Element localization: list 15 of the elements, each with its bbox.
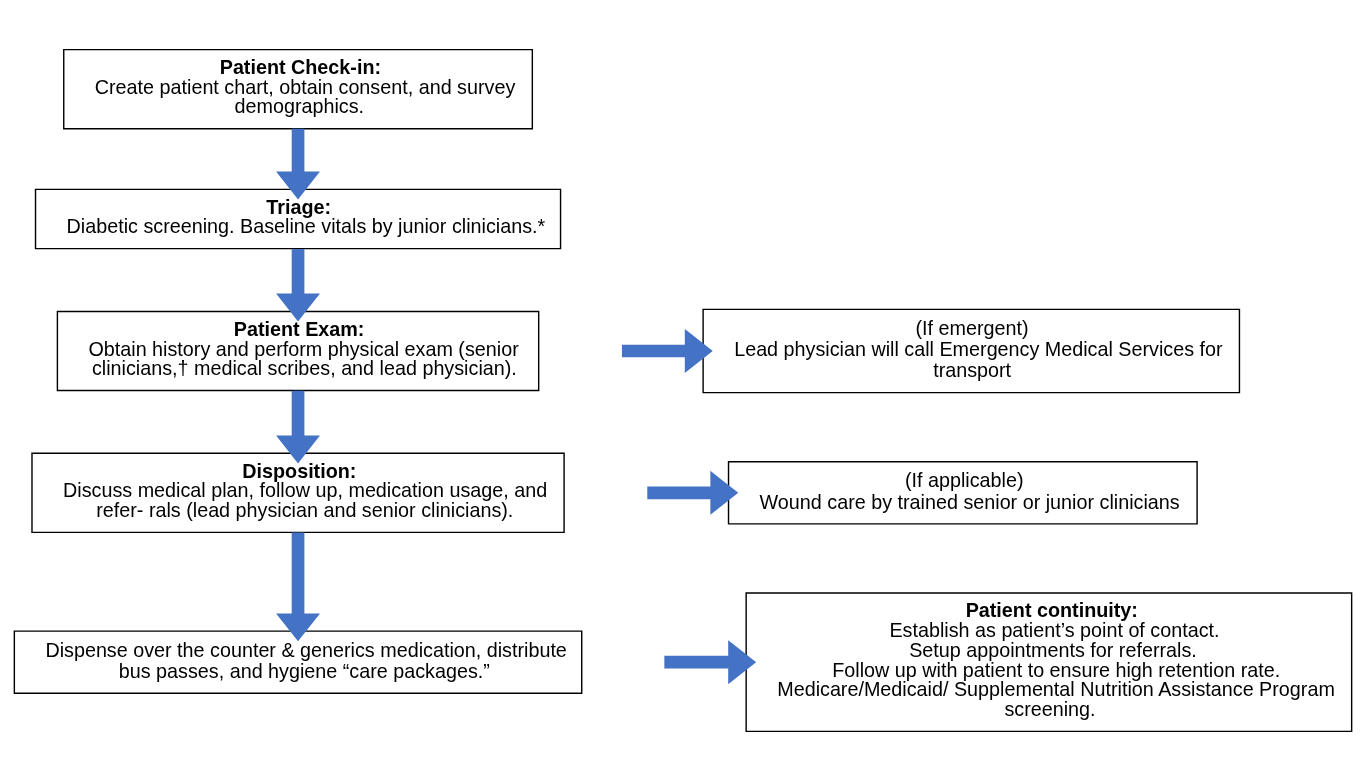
node-box: Triage: Diabetic screening. Baseline vitals by junior clinicians.*: [34, 188, 562, 249]
node-box: Disposition: Discuss medical plan, follow up, medication usage, and refer- rals (lead physician and senior clinicians).: [31, 452, 565, 533]
arrow: [647, 470, 739, 515]
node-box: Patient Check-in: Create patient chart, obtain consent, and survey demographics.: [63, 48, 534, 129]
arrow: [621, 328, 713, 373]
node-box: (If applicable) Wound care by trained senior or junior clinicians: [727, 460, 1198, 525]
arrow: [276, 248, 320, 321]
arrow: [276, 390, 320, 463]
node-box: (If emergent) Lead physician will call Emergency Medical Services for transport: [702, 308, 1241, 393]
arrow: [664, 639, 757, 684]
node-box: Patient Exam: Obtain history and perform physical exam (senior clinicians,† medical scribes, and lead physician).: [56, 310, 540, 391]
arrow: [276, 531, 320, 641]
node-box: Patient continuity: Establish as patient’s point of contact. Setup appointments for referrals. Follow up with patient to ensure high retention rate. Medicare/Medicaid/ Supplemental Nutrition Assistance Program screening.: [745, 591, 1353, 732]
node-box: Dispense over the counter & generics medication, distribute bus passes, and hygiene “care packages.”: [13, 629, 583, 694]
arrow: [276, 128, 320, 199]
